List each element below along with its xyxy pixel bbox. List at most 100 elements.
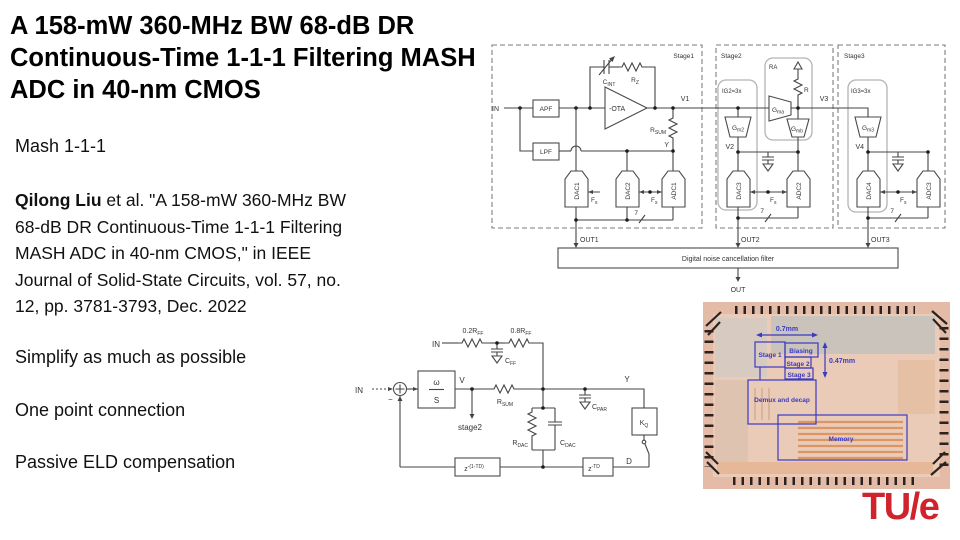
ota-label: -OTA bbox=[609, 106, 626, 113]
fs-label-1: Fs bbox=[591, 197, 598, 206]
cint-label: CINT bbox=[603, 79, 616, 88]
gmb-transconductor bbox=[786, 118, 810, 138]
title-line-1: A 158-mW 360-MHz BW 68-dB DR bbox=[10, 12, 415, 40]
die-height-label: 0.47mm bbox=[829, 358, 855, 365]
biasing-region-label: Biasing bbox=[789, 348, 813, 355]
fs-label-4: Fs bbox=[900, 197, 907, 206]
v2-label: V2 bbox=[725, 144, 734, 151]
demux-region-label: Demux and decap bbox=[754, 397, 810, 404]
minus-sign: − bbox=[388, 395, 393, 404]
memory-region bbox=[777, 414, 908, 461]
bus-width-label-2: 7 bbox=[760, 208, 764, 215]
ra-container bbox=[764, 57, 813, 141]
gm2-label: Gm2 bbox=[732, 125, 744, 134]
ground-symbol-cff bbox=[490, 355, 504, 364]
gm3-label: Gm3 bbox=[862, 125, 874, 134]
in-main-label: IN bbox=[355, 386, 363, 395]
citation-authors: Qilong Liu bbox=[15, 190, 102, 210]
stage3-label: Stage3 bbox=[844, 53, 865, 60]
adc1-label: ADC1 bbox=[671, 182, 678, 200]
cff-label: CFF bbox=[505, 358, 516, 367]
noise-cancellation-filter-bar bbox=[557, 247, 899, 269]
out1-label: OUT1 bbox=[580, 237, 599, 244]
stage1-label: Stage1 bbox=[673, 53, 694, 60]
apf-label: APF bbox=[540, 106, 553, 113]
out-label: OUT bbox=[731, 287, 747, 294]
fs-label-3: Fs bbox=[770, 197, 777, 206]
out3-label: OUT3 bbox=[871, 237, 890, 244]
gmb-label: Gmb bbox=[791, 126, 803, 135]
page-title: A 158-mW 360-MHz BW 68-dB DR Continuous-… bbox=[10, 10, 540, 106]
title-line-3: ADC in 40-nm CMOS bbox=[10, 76, 261, 104]
ground-symbol-cpar bbox=[578, 401, 592, 410]
y-label: Y bbox=[664, 142, 669, 149]
dac3-block bbox=[726, 170, 751, 208]
kq-label: KQ bbox=[640, 420, 649, 429]
note-simplify: Simplify as much as possible bbox=[15, 347, 247, 367]
dac4-label: DAC4 bbox=[866, 182, 873, 200]
fs-label-2: Fs bbox=[651, 197, 658, 206]
dac2-label: DAC2 bbox=[625, 182, 632, 200]
gma-label: Gma bbox=[772, 107, 784, 116]
in-ff-label: IN bbox=[432, 340, 440, 349]
wires bbox=[504, 57, 929, 280]
rdac-label: RDAC bbox=[512, 440, 528, 449]
apf-box bbox=[532, 99, 560, 118]
arrowheads bbox=[388, 387, 475, 419]
stage1-region-label: Stage 1 bbox=[758, 352, 782, 359]
rff08-label: 0.8RFF bbox=[511, 328, 532, 337]
noise-cancellation-filter-label: Digital noise cancellation filter bbox=[682, 256, 775, 263]
rz-label: RZ bbox=[631, 77, 639, 86]
rsum-label: RSUM bbox=[497, 399, 513, 408]
omega-numerator: ω bbox=[433, 378, 439, 387]
dac2-block bbox=[615, 170, 640, 208]
stage2-region-label: Stage 2 bbox=[786, 361, 810, 368]
z2-delay-box bbox=[582, 457, 614, 477]
out2-label: OUT2 bbox=[741, 237, 760, 244]
dac3-label: DAC3 bbox=[736, 182, 743, 200]
y-label: Y bbox=[624, 375, 630, 384]
r-label: R bbox=[804, 87, 809, 94]
lpf-box bbox=[532, 142, 560, 161]
dac1-block bbox=[564, 170, 589, 208]
die-texture bbox=[715, 316, 935, 474]
v1-label: V1 bbox=[681, 96, 690, 103]
ground-symbol-stage2 bbox=[761, 163, 775, 172]
memory-region-label: Memory bbox=[829, 436, 854, 443]
note-passive-eld: Passive ELD compensation bbox=[15, 452, 236, 472]
adc1-block bbox=[661, 170, 686, 208]
adc2-label: ADC2 bbox=[796, 182, 803, 200]
lpf-label: LPF bbox=[540, 149, 552, 156]
citation: Qilong Liu et al. "A 158-mW 360-MHz BW 6… bbox=[15, 187, 359, 320]
quantizer-box bbox=[631, 407, 658, 436]
ig3-label: IG3=3x bbox=[851, 89, 871, 95]
rff02-label: 0.2RFF bbox=[463, 328, 484, 337]
v4-label: V4 bbox=[855, 144, 864, 151]
tue-logo: TU/e bbox=[862, 486, 940, 528]
adc3-block bbox=[916, 170, 941, 208]
note-one-point: One point connection bbox=[15, 400, 186, 420]
junction-dots bbox=[518, 106, 930, 222]
stage2-box bbox=[715, 44, 834, 229]
cdac-label: CDAC bbox=[560, 440, 576, 449]
stage1-box bbox=[491, 44, 703, 229]
rsum-label: RSUM bbox=[650, 127, 666, 136]
wires bbox=[372, 337, 650, 468]
ground-symbol-stage3 bbox=[891, 163, 905, 172]
note-mash: Mash 1-1-1 bbox=[15, 136, 107, 156]
floorplan-annotations: 0.7mm 0.47mm Stage 1 Biasing Stage 2 Sta… bbox=[747, 326, 908, 461]
die-width-label: 0.7mm bbox=[776, 326, 798, 333]
dac1-label: DAC1 bbox=[574, 182, 581, 200]
z1-label: z-(1-TD) bbox=[464, 464, 484, 473]
v-label: V bbox=[459, 376, 465, 385]
title-line-2: Continuous-Time 1-1-1 Filtering MASH bbox=[10, 44, 476, 72]
arrowheads bbox=[573, 56, 917, 282]
supply-symbol bbox=[793, 60, 803, 70]
adc2-block bbox=[786, 170, 811, 208]
v3-label: V3 bbox=[820, 96, 829, 103]
adc3-label: ADC3 bbox=[926, 182, 933, 200]
stage3-region-label: Stage 3 bbox=[787, 372, 811, 379]
chip-die-photo: 0.7mm 0.47mm Stage 1 Biasing Stage 2 Sta… bbox=[703, 302, 950, 489]
gma-transconductor bbox=[768, 95, 792, 122]
